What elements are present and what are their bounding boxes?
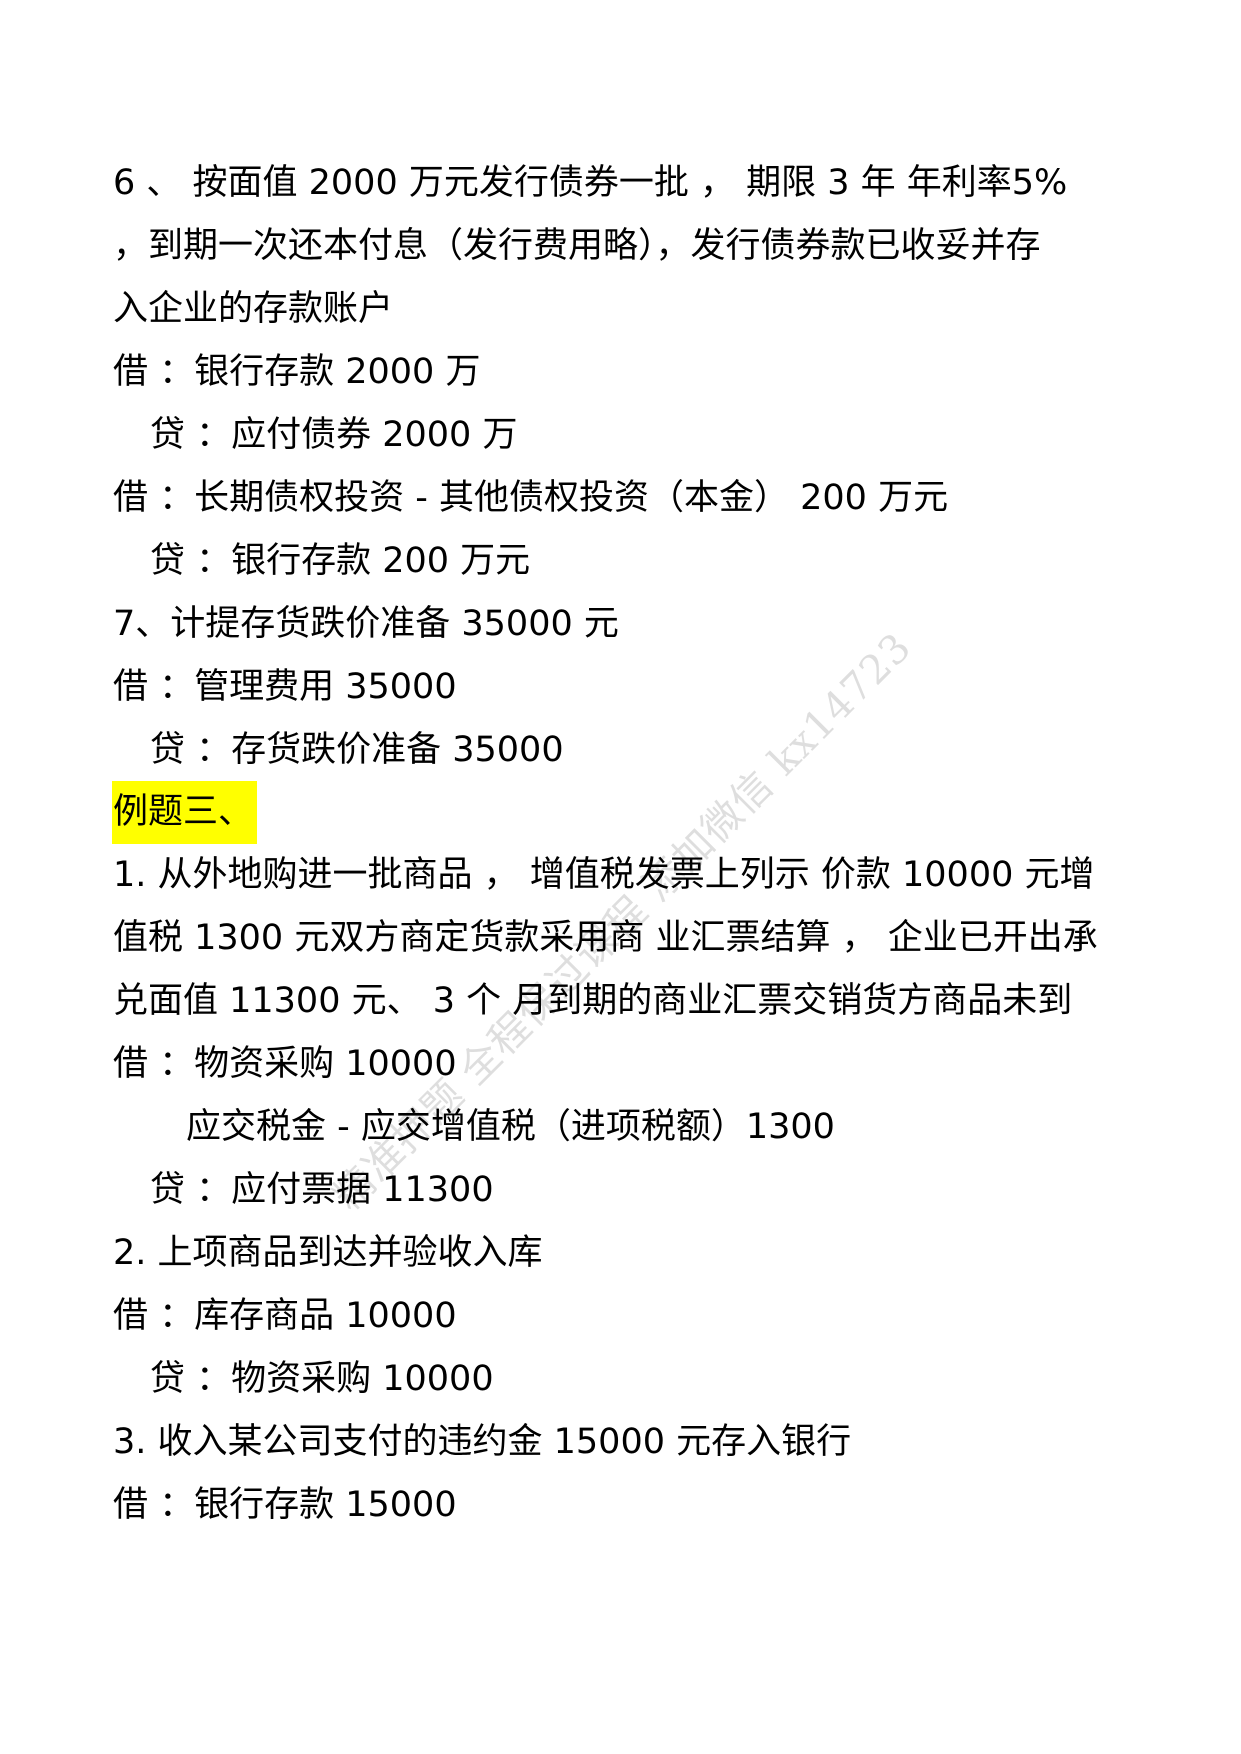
example-3-heading: 例题三、 <box>112 781 258 844</box>
debit-entry: 借 ：银行存款 15000 <box>113 1485 457 1525</box>
question-6-line-2: ，到期一次还本付息（发行费用略），发行债券款已收妥并存 <box>113 226 1041 266</box>
credit-entry: 贷 ：物资采购 10000 <box>150 1359 494 1399</box>
credit-entry: 贷 ：应付债券 2000 万 <box>150 415 518 455</box>
example-3-item-1-line-3: 兑面值 11300 元、 3 个 月到期的商业汇票交销货方商品未到 <box>113 981 1073 1021</box>
question-7: 7、计提存货跌价准备 35000 元 <box>113 604 619 644</box>
example-3-item-2: 2. 上项商品到达并验收入库 <box>113 1233 543 1273</box>
credit-entry: 贷 ：银行存款 200 万元 <box>150 541 531 581</box>
debit-entry: 借 ：库存商品 10000 <box>113 1296 457 1336</box>
debit-entry: 借 ：银行存款 2000 万 <box>113 352 481 392</box>
question-6-line-3: 入企业的存款账户 <box>113 289 394 329</box>
example-3-item-1-line-2: 值税 1300 元双方商定货款采用商 业汇票结算 ， 企业已开出承 <box>113 918 1098 958</box>
example-3-item-1-line-1: 1. 从外地购进一批商品 ， 增值税发票上列示 价款 10000 元增 <box>113 855 1095 895</box>
debit-entry: 借 ：物资采购 10000 <box>113 1044 457 1084</box>
question-6-line-1: 6 、 按面值 2000 万元发行债券一批 ， 期限 3 年 年利率5% <box>113 163 1068 203</box>
debit-entry-continued: 应交税金 - 应交增值税（进项税额）1300 <box>186 1107 835 1147</box>
credit-entry: 贷 ：应付票据 11300 <box>150 1170 494 1210</box>
credit-entry: 贷 ：存货跌价准备 35000 <box>150 730 564 770</box>
highlighted-heading: 例题三、 <box>112 781 258 844</box>
debit-entry: 借 ：管理费用 35000 <box>113 667 457 707</box>
example-3-item-3: 3. 收入某公司支付的违约金 15000 元存入银行 <box>113 1422 852 1462</box>
debit-entry: 借 ：长期债权投资 - 其他债权投资（本金） 200 万元 <box>113 478 949 518</box>
